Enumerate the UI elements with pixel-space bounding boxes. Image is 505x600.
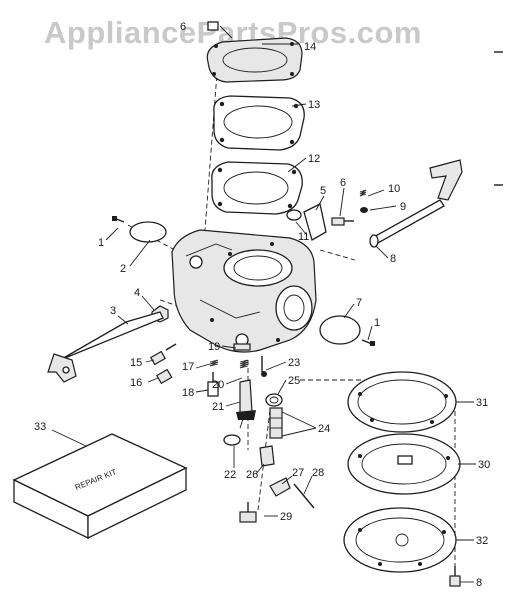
repair-kit-box: REPAIR KIT [12,433,188,540]
callout-18: 18 [182,387,194,399]
callout-27: 27 [292,467,304,479]
choke-plate-part [319,315,375,346]
gasket-part [213,95,305,151]
callout-7: 7 [356,297,362,309]
callout-29: 29 [280,511,292,523]
callout-30: 30 [478,459,490,471]
top-cover-part [206,21,303,83]
callout-9: 9 [400,201,406,213]
callout-19: 19 [208,341,220,353]
metering-lever-parts [223,343,256,446]
callout-8: 8 [390,253,396,265]
callout-17: 17 [182,361,194,373]
callout-16: 16 [130,377,142,389]
callout-1: 1 [98,237,104,249]
callout-numbers: 6 14 13 12 5 6 10 9 1 2 11 8 4 3 7 1 19 … [34,21,490,589]
callout-25: 25 [288,375,300,387]
callout-3: 3 [110,305,116,317]
callout-8: 8 [476,577,482,589]
callout-28: 28 [312,467,324,479]
callout-32: 32 [476,535,488,547]
callout-15: 15 [130,357,142,369]
callout-1: 1 [374,317,380,329]
callout-22: 22 [224,469,236,481]
carburetor-body-part [171,229,317,353]
callout-24: 24 [318,423,330,435]
callout-12: 12 [308,153,320,165]
pump-gasket-part [347,371,457,433]
lower-hardware-parts [239,445,315,523]
callout-6: 6 [180,21,186,33]
adjusting-screw-parts [149,343,177,385]
callout-23: 23 [288,357,300,369]
callout-4: 4 [134,287,140,299]
callout-leaders [51,25,476,583]
cover-screw-part [449,566,461,587]
callout-26: 26 [246,469,258,481]
callout-11: 11 [298,231,309,243]
pump-cover-part [343,507,457,573]
diaphragm-part [211,161,303,215]
check-valve-part [286,209,302,221]
choke-shaft-part [47,311,164,383]
callout-21: 21 [212,401,224,413]
callout-2: 2 [120,263,126,275]
callout-5: 5 [320,185,326,197]
throttle-plate-part [112,216,167,243]
callout-33: 33 [34,421,46,433]
callout-6: 6 [340,177,346,189]
callout-10: 10 [388,183,400,195]
callout-14: 14 [304,41,316,53]
callout-13: 13 [308,99,320,111]
bracket-and-screw-parts [303,189,368,241]
callout-20: 20 [212,379,224,391]
callout-31: 31 [476,397,488,409]
fulcrum-and-seat-parts [261,356,283,439]
inlet-needle-parts [207,359,219,397]
pump-diaphragm-part [347,433,461,495]
throttle-shaft-part [369,159,463,248]
